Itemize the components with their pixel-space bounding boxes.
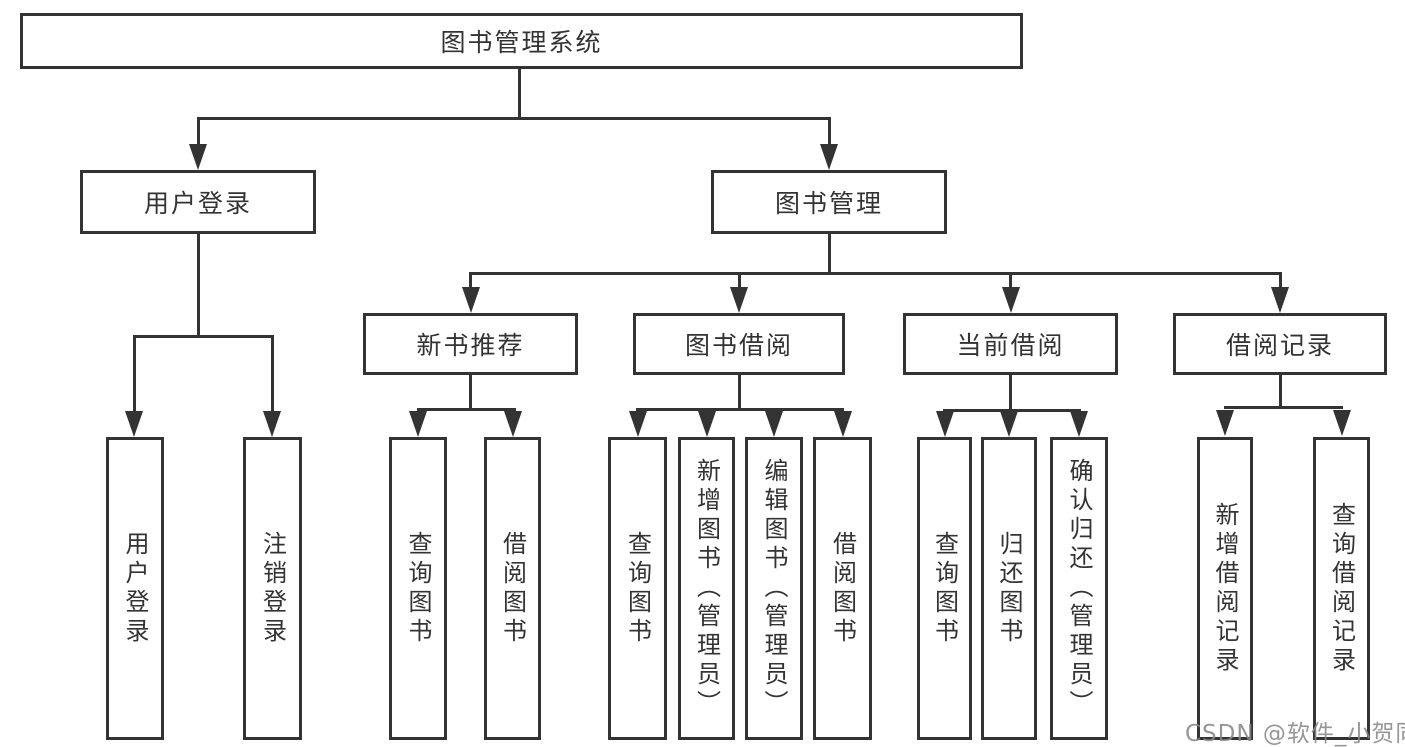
connector-book-mgmt-down (828, 234, 831, 272)
csdn-watermark: CSDN @软件_小贺同学 (1185, 721, 1405, 747)
node-book-borrow: 图书借阅 (633, 313, 845, 375)
arrow-down-icon (1000, 411, 1018, 437)
arrow-down-icon (504, 411, 522, 437)
leaf-label: 借阅图书 (828, 530, 857, 647)
connector-new-book-down (469, 375, 472, 408)
leaf-label: 注销登录 (258, 530, 287, 647)
leaf-borrow-books: 借阅图书 (813, 437, 872, 740)
arrow-down-icon (1070, 411, 1088, 437)
arrow-down-icon (462, 287, 480, 313)
arrow-down-icon (1002, 287, 1020, 313)
leaf-query-books-borrow: 查询图书 (608, 437, 667, 740)
leaf-label: 查询图书 (404, 530, 432, 647)
node-label: 新书推荐 (416, 331, 525, 360)
leaf-query-borrow-record: 查询借阅记录 (1313, 437, 1370, 740)
connector-level3-stem (738, 274, 741, 287)
node-label: 图书管理 (774, 189, 883, 218)
leaf-label: 查询图书 (623, 530, 652, 647)
leaf-add-borrow-record: 新增借阅记录 (1197, 437, 1253, 740)
arrow-down-icon (698, 411, 716, 437)
node-label: 当前借阅 (956, 331, 1065, 360)
node-label: 借阅记录 (1225, 331, 1334, 360)
leaf-confirm-return-admin: 确认归还（管理员） (1050, 437, 1108, 740)
node-library-management-system: 图书管理系统 (20, 13, 1023, 69)
arrow-down-icon (263, 411, 281, 437)
leaf-label: 新增借阅记录 (1211, 501, 1239, 676)
leaf-query-books-recommend: 查询图书 (389, 437, 447, 740)
connector-book-borrow-down (738, 375, 741, 408)
leaf-query-books-current: 查询图书 (917, 437, 972, 740)
node-label: 图书借阅 (684, 331, 793, 360)
leaf-user-login: 用户登录 (106, 437, 164, 740)
arrow-down-icon (1333, 410, 1351, 436)
connector-level3-stem (1279, 274, 1282, 287)
arrow-down-icon (1271, 287, 1289, 313)
connector-root-split (197, 117, 831, 120)
arrow-down-icon (1216, 410, 1234, 436)
connector-leaf-stem (271, 337, 274, 411)
leaf-add-book-admin: 新增图书（管理员） (678, 437, 735, 740)
leaf-edit-book-admin: 编辑图书（管理员） (745, 437, 803, 740)
connector-book-mgmt-stem (828, 119, 831, 145)
node-current-borrow: 当前借阅 (903, 313, 1118, 375)
node-book-management: 图书管理 (711, 170, 947, 234)
connector-borrow-record-down (1279, 375, 1282, 406)
leaf-label: 确认归还（管理员） (1065, 458, 1093, 719)
arrow-down-icon (730, 287, 748, 313)
arrow-down-icon (936, 411, 954, 437)
connector-level3-stem (1009, 274, 1012, 287)
leaf-label: 新增图书（管理员） (692, 458, 721, 719)
connector-borrow-record-split (1224, 406, 1343, 409)
leaf-label: 查询借阅记录 (1327, 501, 1356, 676)
arrow-down-icon (765, 411, 783, 437)
leaf-label: 归还图书 (995, 530, 1023, 647)
leaf-label: 编辑图书（管理员） (760, 458, 788, 719)
node-label: 用户登录 (143, 189, 252, 218)
node-user-login: 用户登录 (80, 170, 316, 234)
arrow-down-icon (629, 411, 647, 437)
connector-current-borrow-split (943, 409, 1081, 412)
leaf-logout: 注销登录 (243, 437, 302, 740)
connector-level3-stem (469, 274, 472, 287)
connector-book-mgmt-split (469, 272, 1282, 275)
connector-user-login-split (133, 335, 274, 338)
connector-leaf-stem (133, 337, 136, 411)
leaf-label: 查询图书 (930, 530, 959, 647)
connector-current-borrow-down (1009, 375, 1012, 409)
arrow-down-icon (820, 144, 838, 170)
leaf-label: 借阅图书 (498, 530, 527, 647)
arrow-down-icon (189, 144, 207, 170)
leaf-borrow-books-recommend: 借阅图书 (484, 437, 541, 740)
arrow-down-icon (125, 411, 143, 437)
node-new-book-recommend: 新书推荐 (363, 313, 578, 375)
connector-new-book-split (417, 408, 516, 411)
leaf-return-book: 归还图书 (981, 437, 1037, 740)
arrow-down-icon (834, 411, 852, 437)
connector-book-borrow-split (636, 408, 844, 411)
connector-root-stem (518, 69, 521, 117)
connector-user-login-stem (197, 119, 200, 145)
leaf-label: 用户登录 (121, 530, 149, 647)
node-label: 图书管理系统 (440, 28, 603, 57)
connector-user-login-down (197, 234, 200, 335)
arrow-down-icon (409, 411, 427, 437)
node-borrow-record: 借阅记录 (1173, 313, 1387, 375)
